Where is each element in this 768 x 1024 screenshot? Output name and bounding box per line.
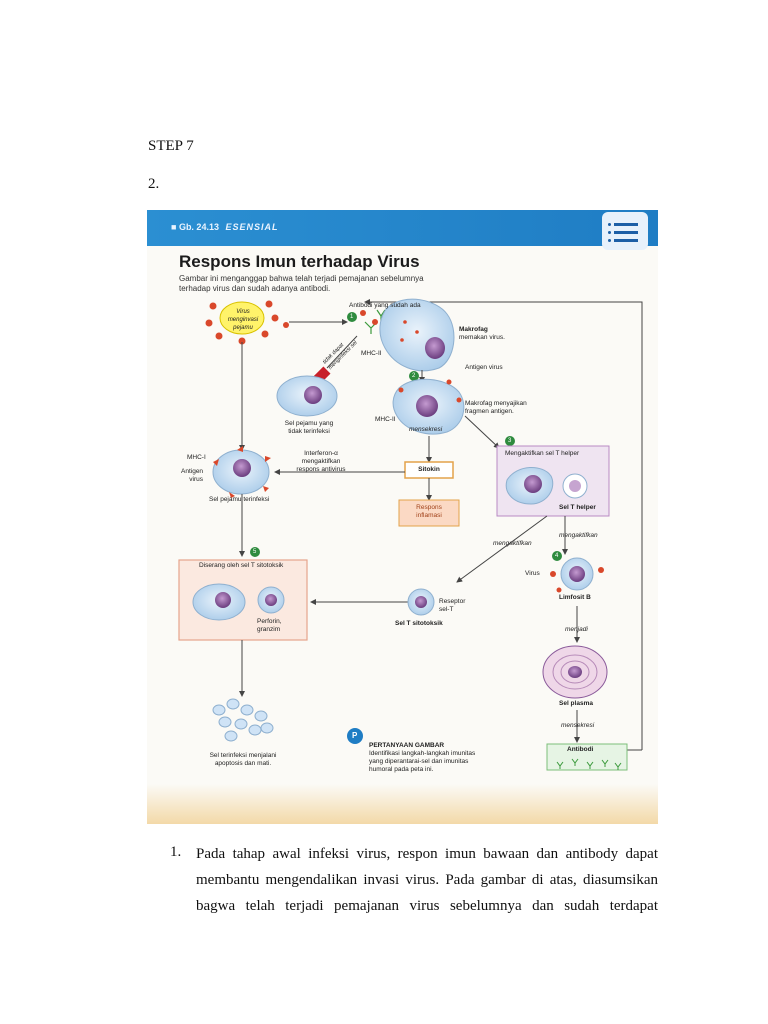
label-plasma: Sel plasma [559, 700, 593, 707]
label-virus-antigen-left: Antigen virus [181, 468, 204, 483]
paragraph-line-1: Pada tahap awal infeksi virus, respon im… [196, 846, 658, 862]
essential-badge: ESENSIAL [225, 222, 279, 232]
label-uninfected-cell: Sel pejamu yang tidak terinfeksi [284, 420, 334, 435]
label-secretes-a: mensekresi [409, 426, 443, 433]
figure-title: Respons Imun terhadap Virus [179, 252, 420, 271]
label-perforin: Perforin, granzim [257, 618, 282, 633]
label-cytotoxic-t: Sel T sitotoksik [395, 620, 443, 627]
menu-icon[interactable] [602, 212, 648, 250]
paragraph-line-2: membantu mengendalikan invasi virus. Pad… [196, 872, 658, 888]
inflammatory-response-box [398, 499, 460, 527]
virus-invading-bubble [219, 301, 265, 335]
label-step5: 5 [253, 549, 257, 555]
label-b-lymph: Limfosit B [559, 594, 591, 601]
label-helper-t: Sel T helper [559, 504, 596, 511]
paragraph-line-3: bagwa telah terjadi pemajanan virus sebe… [196, 898, 658, 914]
figure-bottom-fade [147, 784, 658, 824]
list-number: 1. [170, 844, 182, 860]
label-step3: 3 [508, 438, 512, 444]
label-apoptosis: Sel terinfeksi menjalani apoptosis dan m… [209, 752, 277, 767]
label-step1: 1 [350, 314, 354, 320]
label-question-text: Identifikasi langkah-langkah imunitas ya… [369, 750, 476, 773]
step-heading: STEP 7 [148, 138, 194, 154]
label-macrophage-presents: Makrofag menyajikan fragmen antigen. [465, 400, 527, 415]
label-virus-right: Virus [525, 570, 540, 577]
pathway-diagram [178, 298, 643, 771]
label-mhc2-b: MHC-II [375, 416, 396, 423]
label-infected-cell: Sel pejamu terinfeksi [209, 496, 270, 503]
label-virus-invading: Virus menginvasi pejamu [227, 309, 259, 331]
label-existing-antibody: Antibodi yang sudah ada [349, 302, 421, 309]
label-t-receptor: Reseptor sel-T [439, 598, 466, 613]
figure-header-band: ■ Gb. 24.13 ESENSIAL [147, 210, 658, 246]
label-cytokine: Sitokin [418, 466, 440, 473]
apoptotic-cells [212, 698, 274, 742]
label-activates-b: mengaktifkan [559, 532, 598, 539]
figure-number: Gb. 24.13 [178, 222, 219, 232]
immune-response-figure: ■ Gb. 24.13 ESENSIAL Respons Imun terhad… [147, 210, 658, 824]
label-macrophage-eats: memakan virus. [459, 334, 505, 341]
figure-number-label: ■ Gb. 24.13 ESENSIAL [171, 222, 279, 232]
question-p-icon [347, 728, 363, 744]
label-inflammatory: Respons inflamasi [416, 504, 442, 519]
label-p-icon: P [352, 731, 358, 740]
label-interferon: Interferon-α mengaktifkan respons antivi… [296, 450, 346, 473]
label-activate-helper: Mengaktifkan sel T helper [505, 450, 580, 457]
label-step2: 2 [412, 373, 416, 379]
label-step4: 4 [555, 553, 559, 559]
label-mhc2-a: MHC-II [361, 350, 382, 357]
label-macrophage: Makrofag [459, 326, 488, 333]
label-activates-a: mengaktifkan [493, 540, 532, 547]
label-mhc1: MHC-I [187, 454, 206, 461]
label-antibody: Antibodi [567, 746, 594, 753]
label-secretes-b: mensekresi [561, 722, 595, 729]
question-number: 2. [148, 176, 160, 192]
label-attacked-by: Diserang oleh sel T sitotoksik [199, 562, 284, 569]
label-question-head: PERTANYAAN GAMBAR [369, 742, 445, 749]
figure-subtitle: Gambar ini menganggap bahwa telah terjad… [179, 274, 424, 293]
label-virus-antigen: Antigen virus [465, 364, 503, 371]
label-becomes: menjadi [565, 626, 588, 633]
virus-icon [205, 300, 289, 345]
